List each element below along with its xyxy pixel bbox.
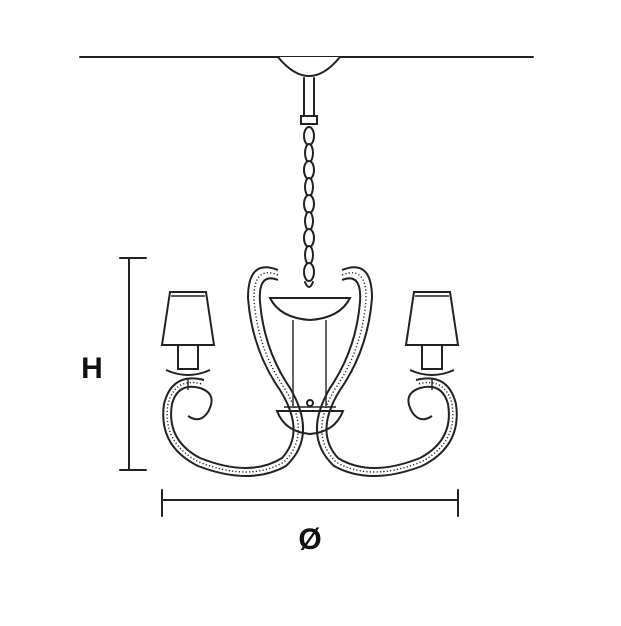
upper-bobeche	[268, 297, 352, 322]
left-lampshade	[160, 291, 216, 346]
left-lamp	[160, 291, 216, 390]
left-arm-inner	[162, 277, 304, 477]
chain-link	[304, 211, 314, 231]
left-candle-cup	[165, 369, 211, 376]
chain-link	[303, 126, 315, 146]
chain-link	[303, 262, 315, 282]
bowl-finial	[306, 399, 314, 407]
chain-link	[303, 228, 315, 248]
left-arm-outer	[170, 266, 295, 469]
right-arm	[316, 266, 458, 477]
rod-collar	[300, 115, 318, 125]
right-candle-sleeve	[421, 344, 443, 370]
chain-link	[304, 245, 314, 265]
chain-hook	[304, 281, 314, 288]
right-candle-cup	[409, 369, 455, 376]
right-lamp	[404, 291, 460, 390]
diameter-dimension: Ø	[161, 489, 459, 556]
right-arm-outer	[325, 266, 450, 469]
chain	[303, 126, 315, 282]
chain-link	[303, 160, 315, 180]
ceiling-canopy	[277, 56, 341, 77]
right-arm-inner	[316, 277, 458, 477]
right-lampshade	[404, 291, 460, 346]
height-label: H	[81, 352, 103, 385]
chain-link	[304, 177, 314, 197]
chain-link	[303, 194, 315, 214]
chain-link	[304, 143, 314, 163]
lower-bowl	[275, 410, 345, 436]
left-arm	[162, 266, 304, 477]
height-dimension: H	[81, 257, 147, 471]
left-candle-sleeve	[177, 344, 199, 370]
diameter-label: Ø	[298, 523, 321, 556]
